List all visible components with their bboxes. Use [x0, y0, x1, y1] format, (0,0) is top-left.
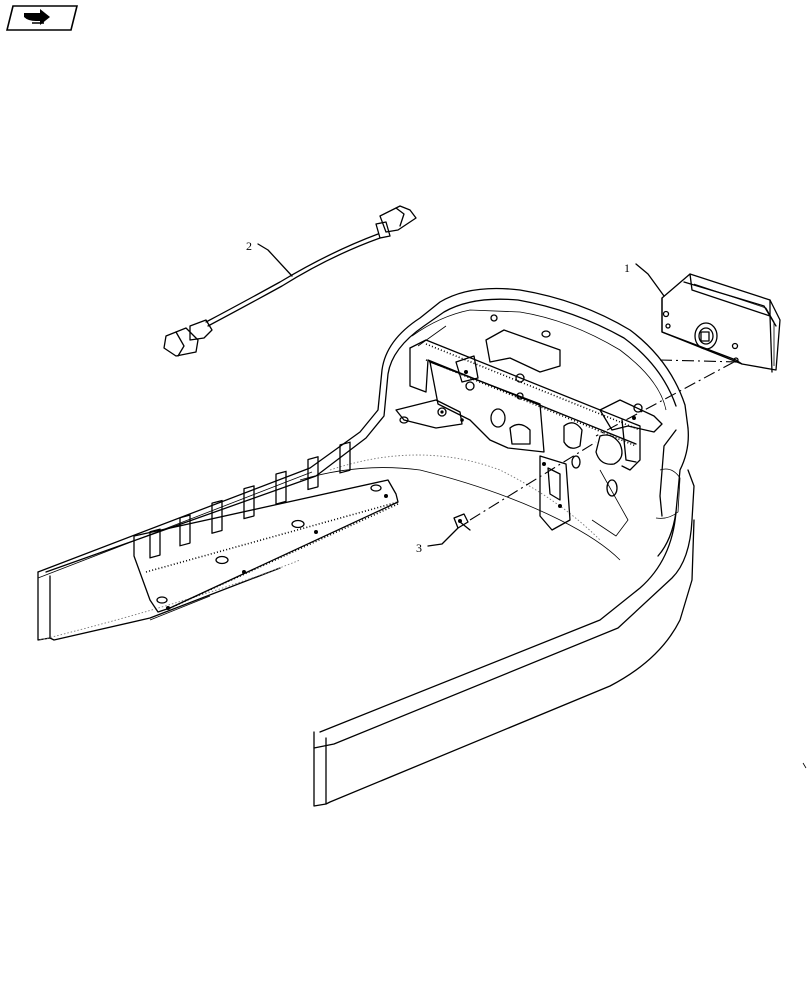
item-2-harness [163, 205, 417, 357]
callout-1: 1 [624, 261, 665, 297]
item-3-screw [453, 513, 471, 531]
center-line-item-3 [469, 441, 597, 521]
callout-1-number: 1 [624, 261, 630, 275]
next-page-button[interactable] [6, 5, 78, 31]
mounting-plate [133, 441, 399, 613]
callout-3-number: 3 [416, 541, 422, 555]
center-line-item-1 [595, 359, 741, 437]
corner-mark [802, 762, 807, 769]
vent-slots [149, 441, 351, 559]
callout-2: 2 [246, 239, 293, 277]
callout-3: 3 [416, 527, 459, 555]
next-page-arrow-icon [24, 9, 50, 25]
callout-2-number: 2 [246, 239, 252, 253]
support-frame [395, 314, 663, 537]
console-housing [37, 287, 695, 807]
item-1-module [661, 273, 781, 373]
